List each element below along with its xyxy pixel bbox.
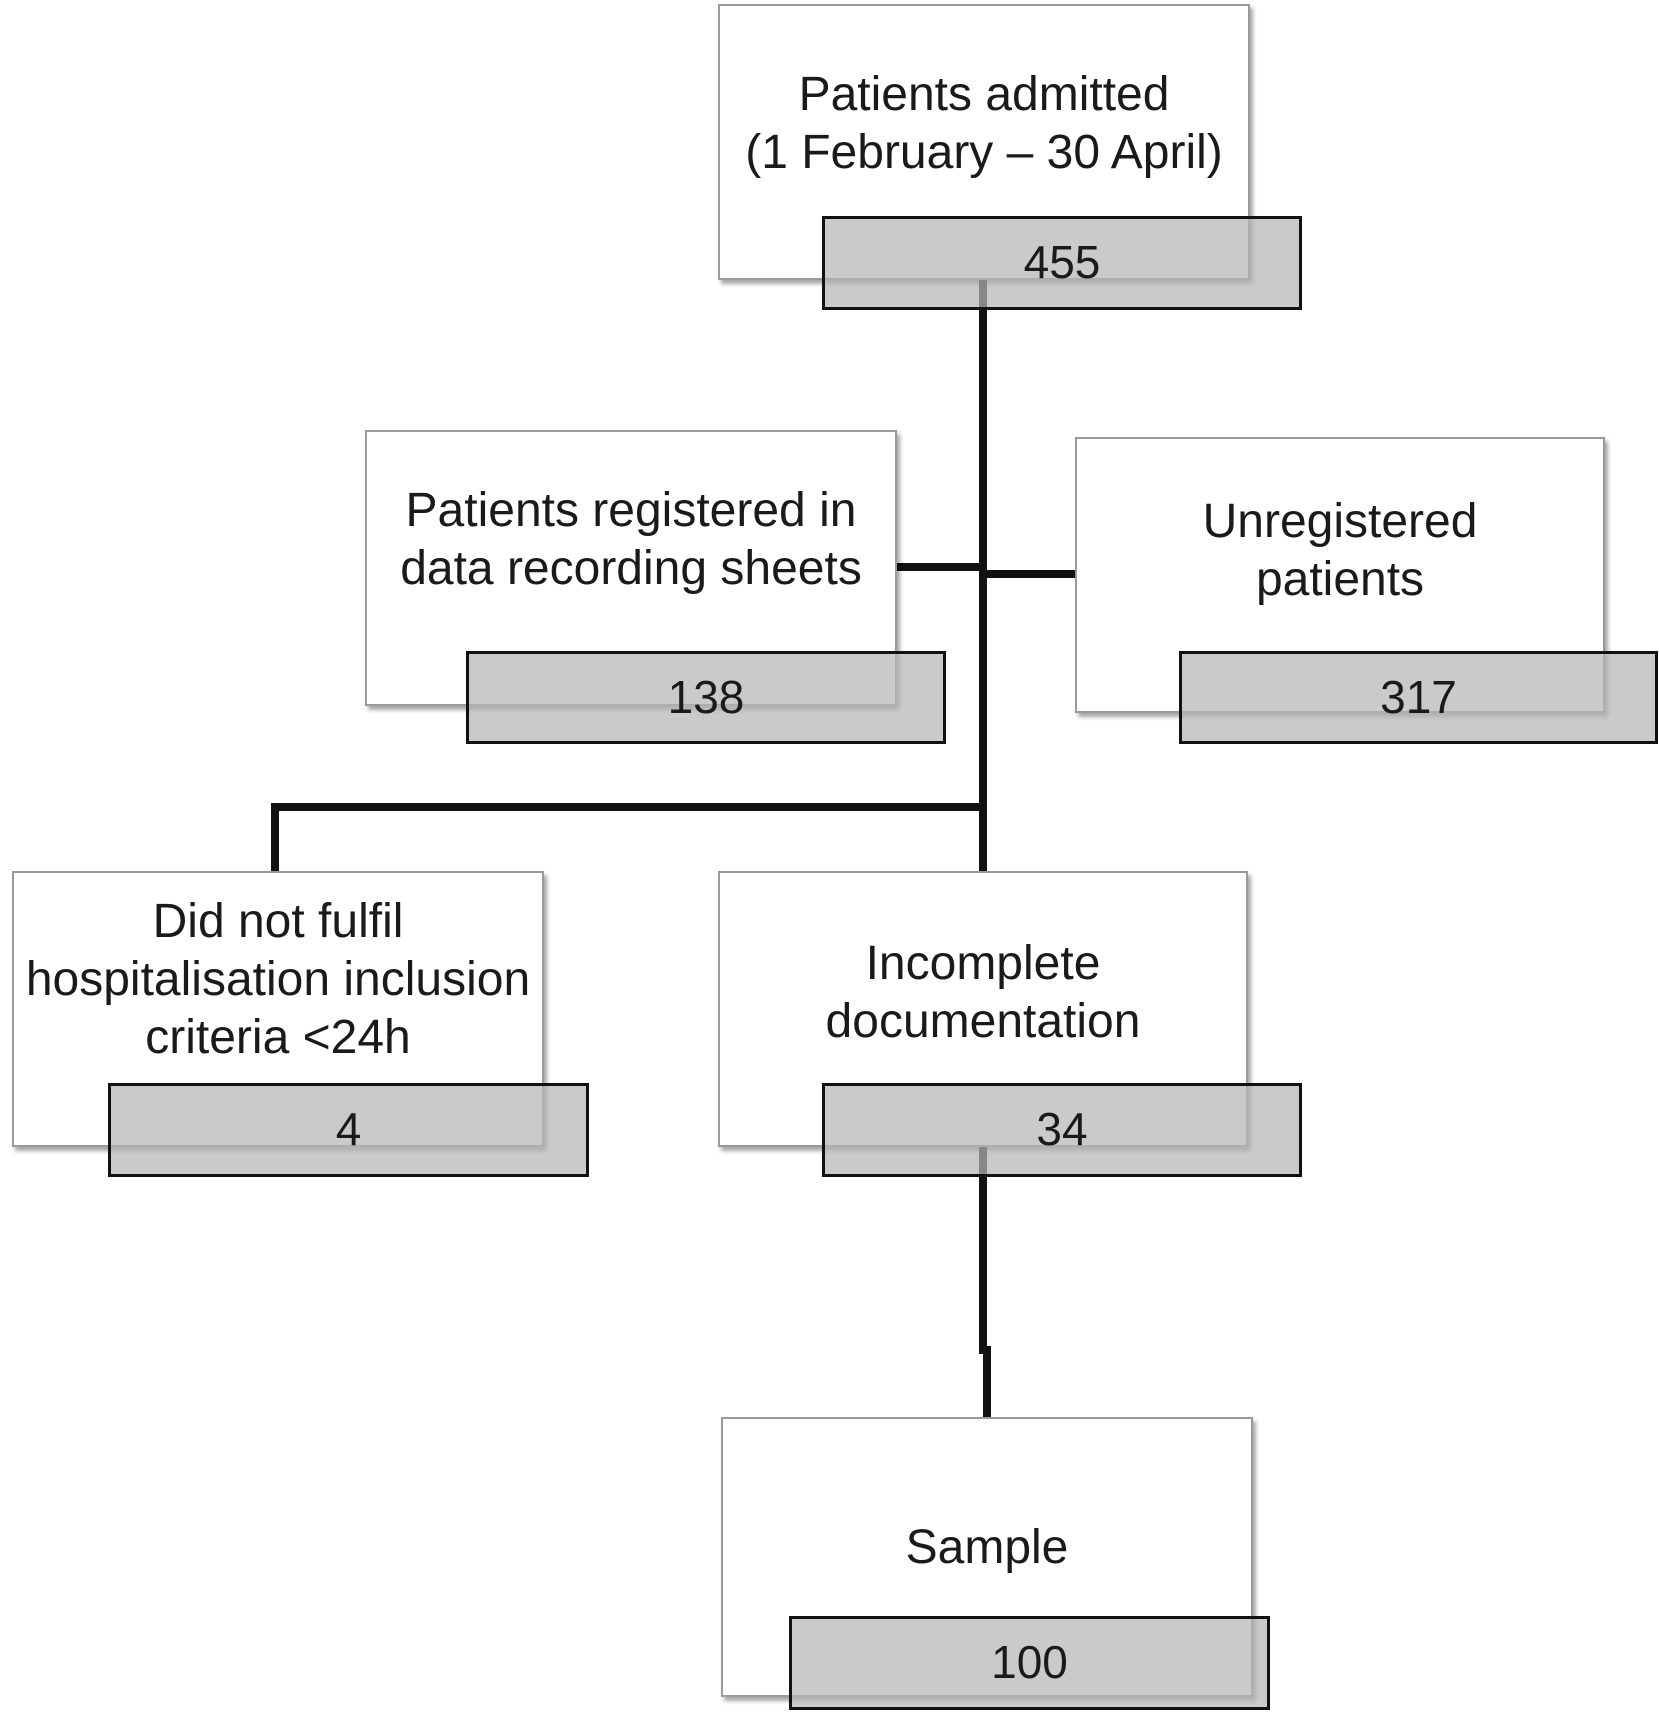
count-unregistered-patients: 317 <box>1179 651 1658 744</box>
node-sample-label: Sample <box>905 1521 1069 1574</box>
count-sample: 100 <box>789 1616 1270 1710</box>
count-patients-admitted: 455 <box>822 216 1302 310</box>
count-patients-registered: 138 <box>466 651 946 744</box>
node-patients-registered-label: Patients registered in data recording sh… <box>400 484 862 595</box>
count-did-not-fulfil: 4 <box>108 1083 589 1177</box>
node-did-not-fulfil-label: Did not fulfil hospitalisation inclusion… <box>25 895 531 1064</box>
count-incomplete-documentation: 34 <box>822 1083 1302 1177</box>
node-incomplete-documentation-label: Incomplete documentation <box>825 937 1141 1048</box>
node-patients-registered: Patients registered in data recording sh… <box>365 430 897 706</box>
node-patients-admitted-label: Patients admitted (1 February – 30 April… <box>745 68 1223 179</box>
node-unregistered-patients-label: Unregistered patients <box>1202 495 1478 606</box>
